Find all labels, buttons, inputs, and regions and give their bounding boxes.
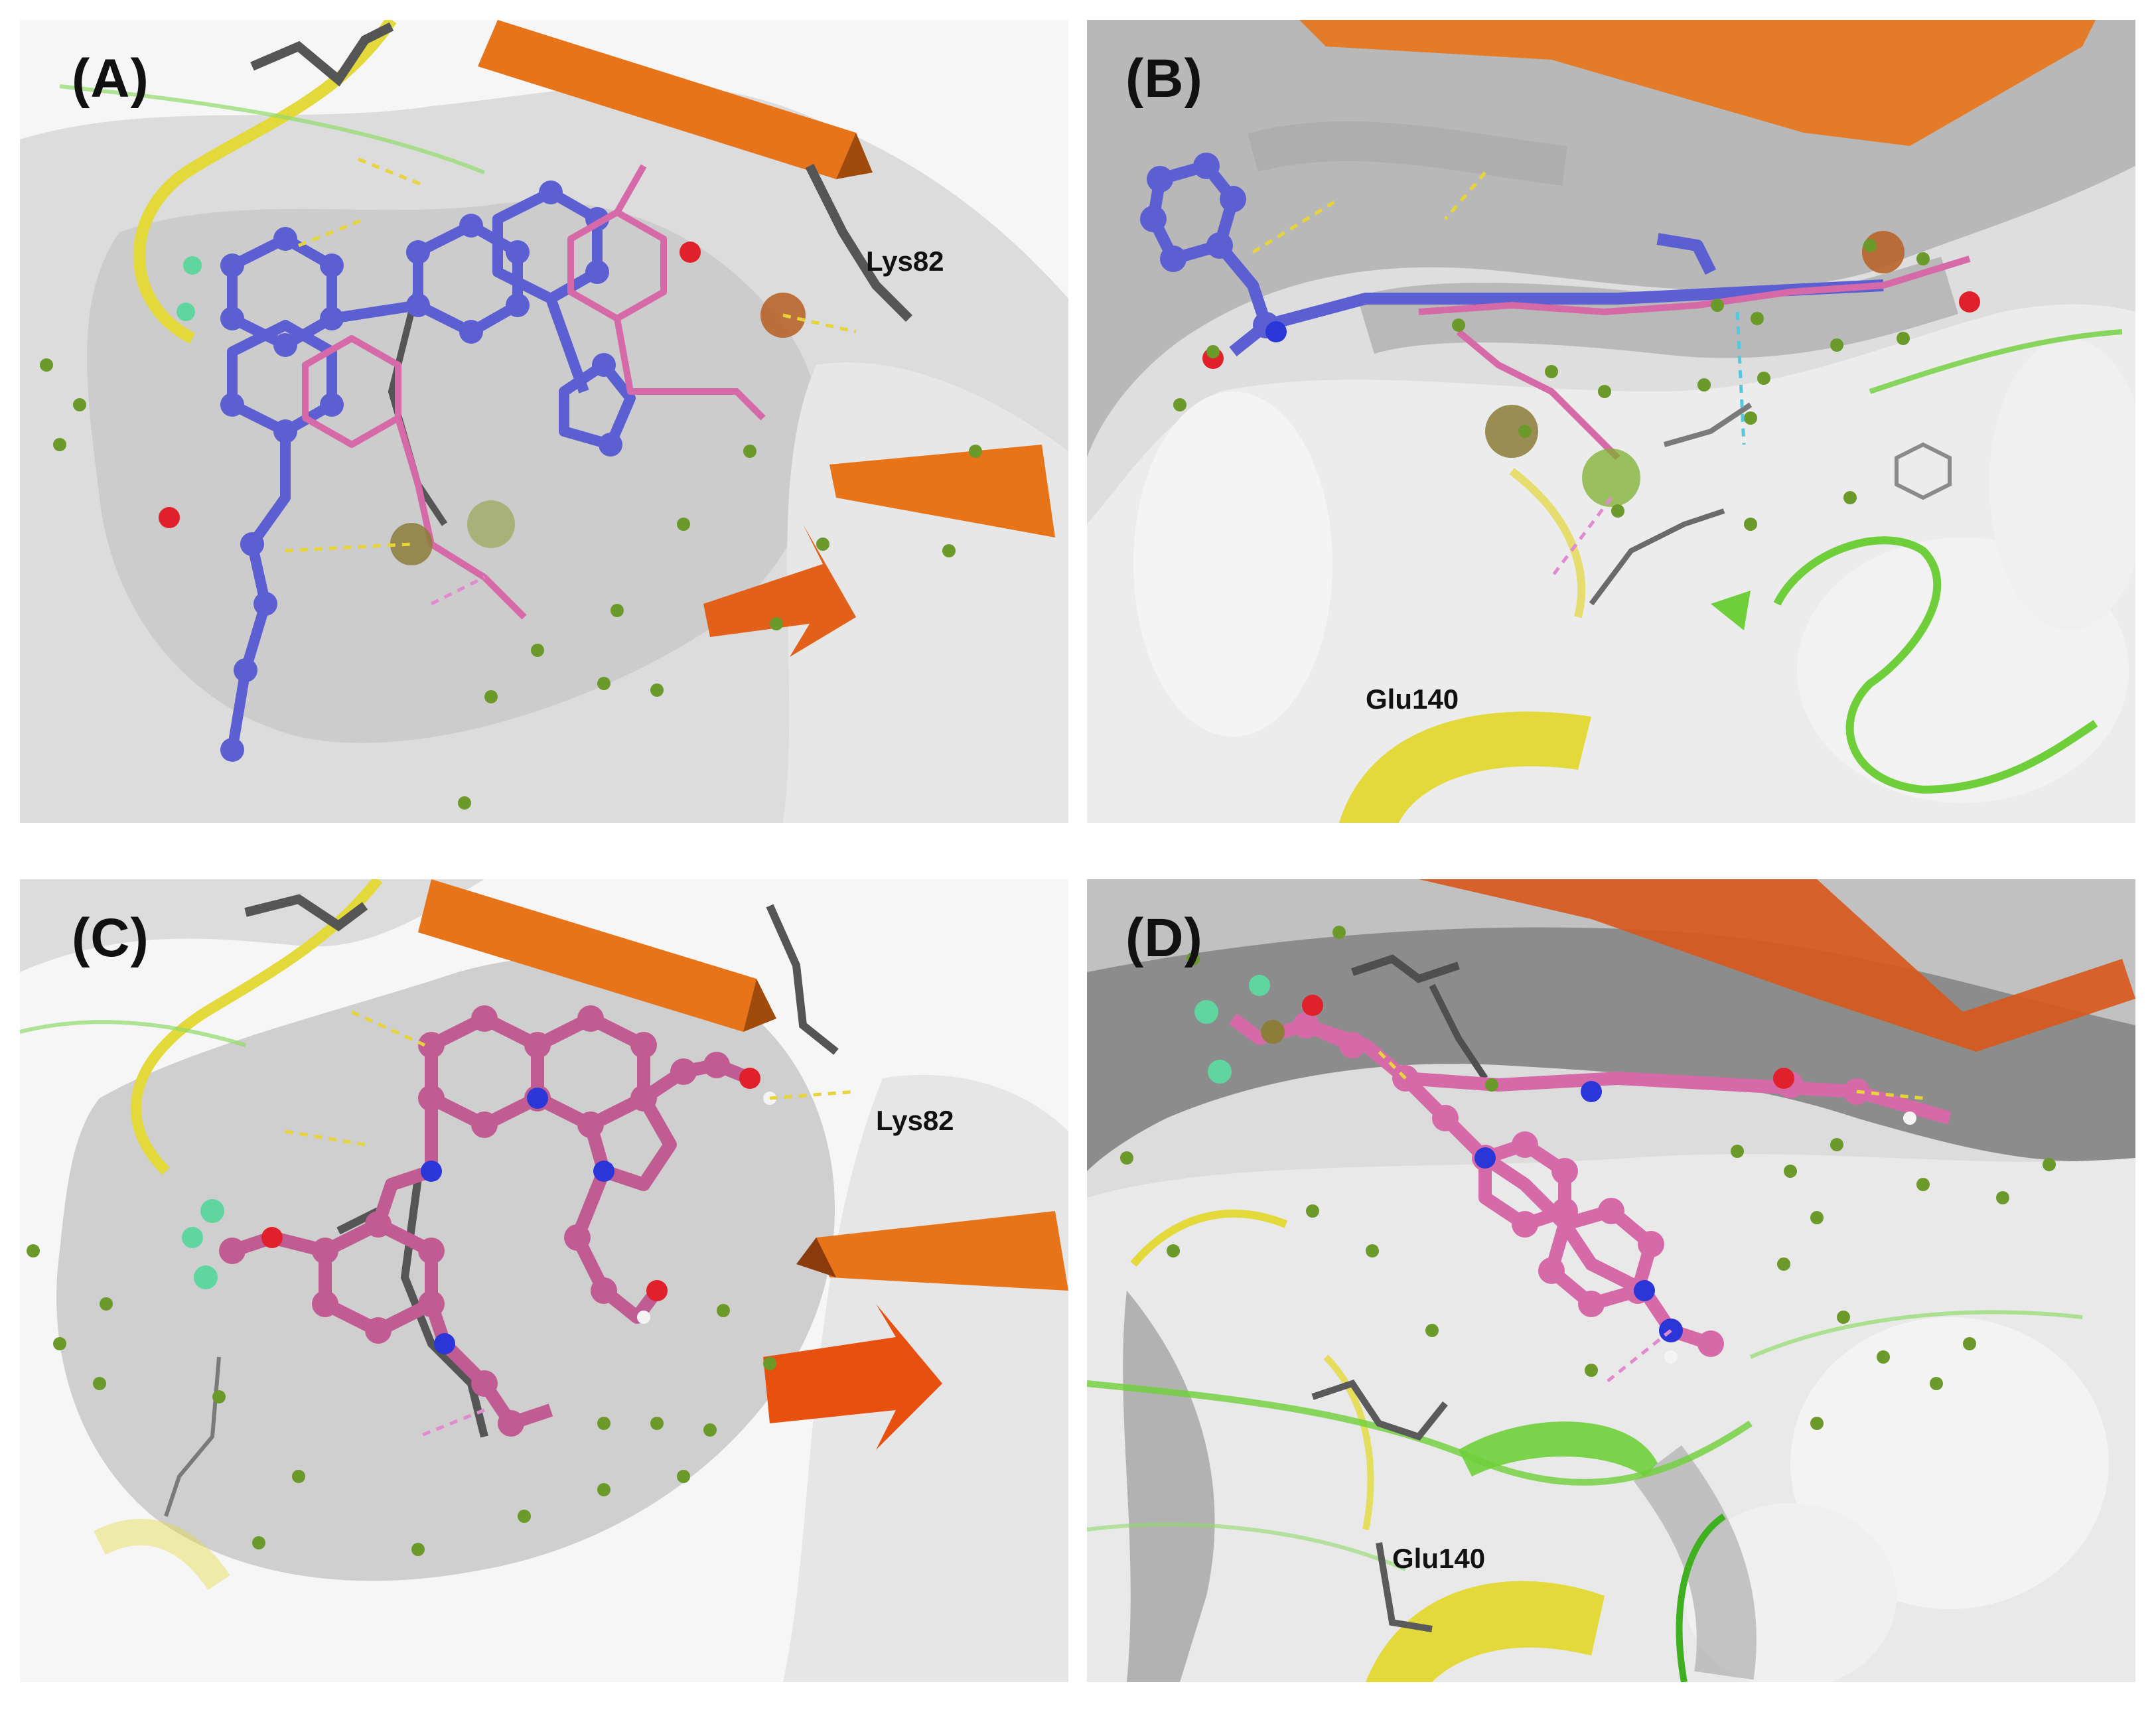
panel-a-label: (A) xyxy=(72,48,149,109)
panel-b: (B) Glu140 xyxy=(1087,20,2135,823)
panel-c-render xyxy=(20,879,1068,1682)
panel-a: (A) Lys82 xyxy=(20,20,1068,823)
panel-a-render xyxy=(20,20,1068,823)
panel-d-label: (D) xyxy=(1125,908,1203,968)
panel-d-residue-glu140: Glu140 xyxy=(1392,1543,1486,1574)
panel-b-residue-glu140: Glu140 xyxy=(1366,683,1459,715)
panel-c: (C) Lys82 xyxy=(20,879,1068,1682)
panel-a-residue-lys82: Lys82 xyxy=(866,246,944,277)
panel-c-residue-lys82: Lys82 xyxy=(876,1105,954,1136)
panel-b-label: (B) xyxy=(1125,48,1203,109)
panel-d-render xyxy=(1087,879,2135,1682)
panel-d: (D) Glu140 xyxy=(1087,879,2135,1682)
panel-c-label: (C) xyxy=(72,908,149,968)
panel-b-render xyxy=(1087,20,2135,823)
